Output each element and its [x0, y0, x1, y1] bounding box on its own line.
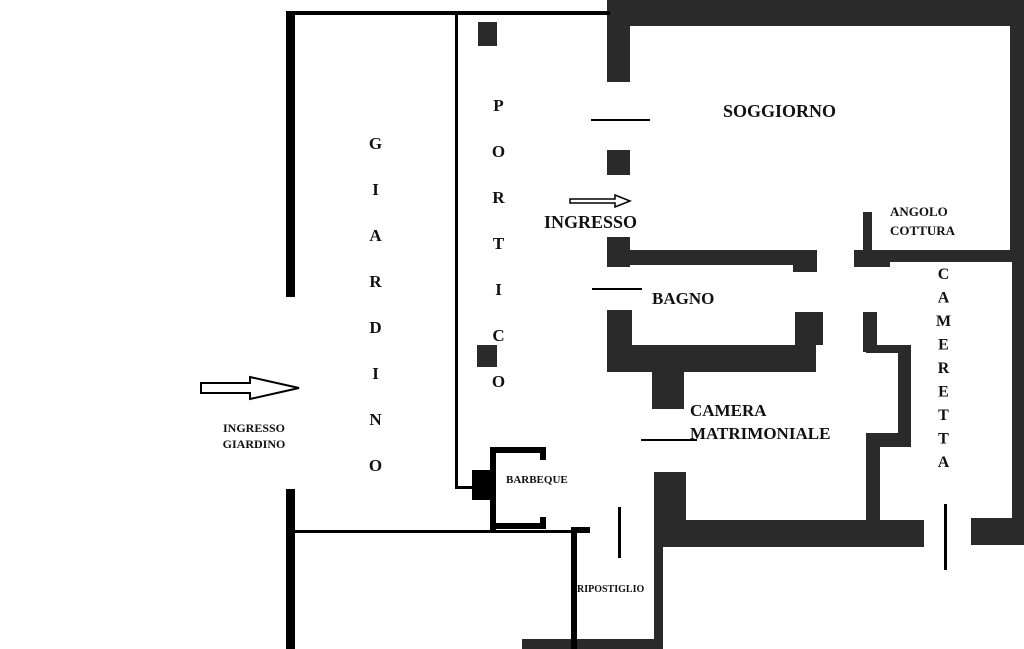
- barbeque-back: [490, 447, 496, 530]
- wall-camera-right: [866, 433, 880, 523]
- label-camera: CAMERA: [690, 401, 767, 420]
- ripostiglio-wall: [571, 528, 577, 649]
- wall-camera-bottom: [654, 520, 924, 547]
- wall-right-upper: [1010, 0, 1024, 262]
- wall-cameretta-left-top: [863, 312, 877, 352]
- wall-cottura-corner: [854, 250, 890, 267]
- label-ingresso-giardino-1: INGRESSO: [222, 421, 286, 435]
- pillar-top: [478, 22, 497, 46]
- wall-block: [652, 372, 684, 409]
- door-soggiorno: [591, 119, 650, 121]
- barbeque-top: [490, 447, 546, 453]
- garden-top-line: [286, 11, 610, 15]
- ripostiglio-cap: [571, 527, 590, 533]
- portico-line-foot: [455, 486, 477, 489]
- label-barbeque: BARBEQUE: [506, 474, 568, 486]
- wall-bottom: [522, 639, 663, 649]
- label-bagno: BAGNO: [652, 289, 715, 308]
- door-bagno: [592, 288, 642, 290]
- wall-soggiorno-bottom: [607, 250, 817, 265]
- garden-entry-arrow-icon: [200, 375, 300, 401]
- garden-lines: [286, 11, 947, 649]
- wall-cameretta-bottom: [971, 518, 1024, 545]
- wall-top: [607, 0, 1024, 26]
- barbeque-top-tick: [540, 447, 546, 460]
- portico-line: [455, 12, 458, 489]
- barbeque-block: [472, 470, 490, 500]
- entry-arrow-icon: [569, 193, 633, 209]
- pillar-bottom: [477, 345, 497, 367]
- wall-cottura-stub: [863, 212, 872, 252]
- wall-bagno-right: [795, 312, 823, 345]
- label-soggiorno: SOGGIORNO: [723, 101, 837, 121]
- wall-cottura-bottom: [854, 250, 1012, 262]
- wall-bagno-bottom: [609, 345, 816, 372]
- barbeque-bottom: [490, 523, 546, 529]
- wall-entry-pillar: [607, 150, 630, 175]
- label-angolo: ANGOLO: [890, 204, 948, 219]
- door-camera: [641, 439, 697, 441]
- label-portico: PORTICO: [489, 96, 508, 418]
- label-ingresso-giardino-2: GIARDINO: [222, 437, 286, 451]
- wall-camera-left: [654, 472, 686, 520]
- wall-right-lower: [1012, 262, 1024, 520]
- door-ripostiglio: [618, 507, 621, 558]
- house-walls: [522, 0, 1024, 649]
- label-ripostiglio: RIPOSTIGLIO: [577, 584, 645, 595]
- garden-bottom-line: [295, 530, 575, 533]
- label-cottura: COTTURA: [890, 223, 956, 238]
- label-giardino: GIARDINO: [366, 134, 385, 502]
- wall-entry-left-top: [607, 0, 630, 82]
- garden-wall-upper: [286, 11, 295, 297]
- label-cameretta: CAMERETTA: [935, 266, 952, 478]
- wall-ripostiglio-right: [654, 520, 663, 649]
- wall-jog-right: [898, 345, 911, 447]
- wall-jog-top: [866, 345, 911, 353]
- garden-wall-lower: [286, 489, 295, 649]
- label-matrimoniale: MATRIMONIALE: [690, 424, 831, 443]
- wall-stub: [793, 262, 817, 272]
- door-cameretta: [944, 504, 947, 570]
- arrow-icon: [200, 193, 633, 401]
- label-ingresso: INGRESSO: [544, 212, 638, 232]
- barbeque-bottom-tick: [540, 517, 546, 529]
